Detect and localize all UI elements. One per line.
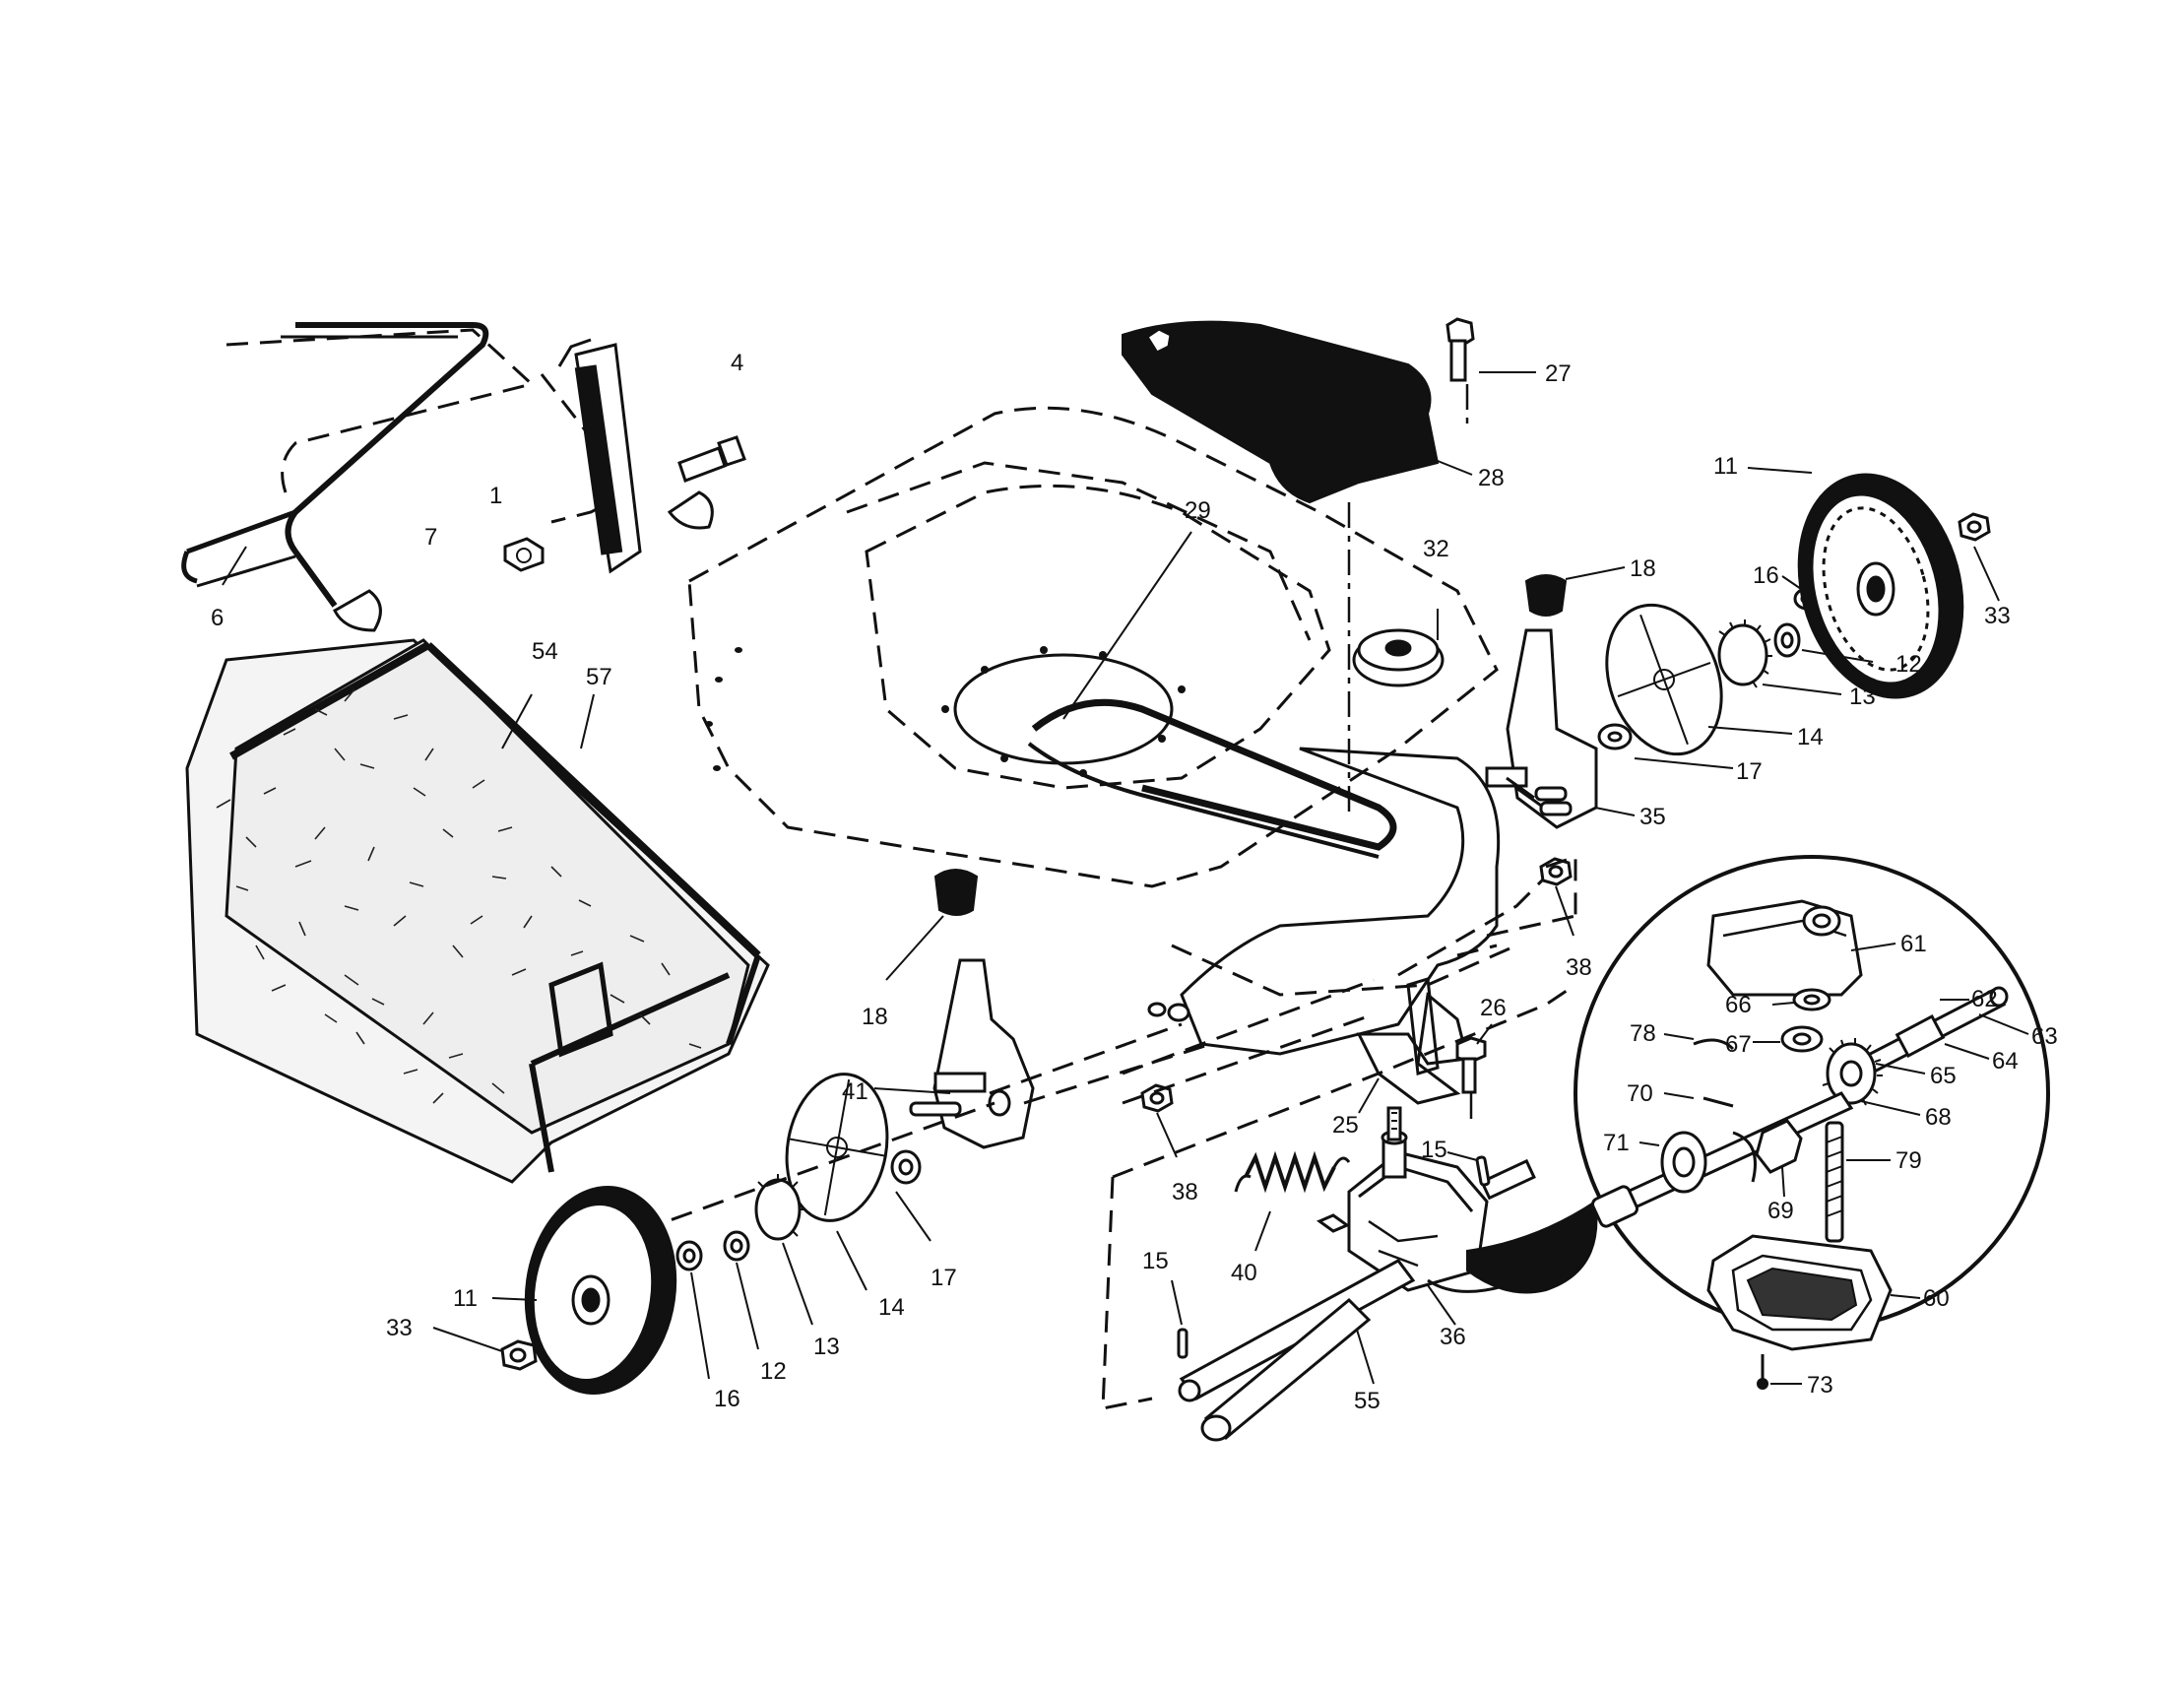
callout-57: 57 [586, 664, 612, 690]
left-wheel-assembly [432, 1073, 996, 1396]
callout-28: 28 [1478, 465, 1505, 491]
callout-33-right: 33 [1984, 603, 2011, 629]
callout-65: 65 [1930, 1063, 1957, 1089]
callout-32: 32 [1423, 536, 1449, 562]
right-height-adjuster [1485, 566, 1636, 829]
callout-11-left: 11 [453, 1285, 478, 1312]
right-wheel-assembly [1597, 467, 2000, 769]
callout-16-right: 16 [1753, 562, 1779, 589]
spring-40 [1234, 1150, 1351, 1252]
pulley [1352, 609, 1445, 687]
mower-deck [687, 406, 1558, 1056]
callout-12-right: 12 [1895, 651, 1922, 678]
callout-15-upper: 15 [1421, 1137, 1447, 1163]
callout-78: 78 [1630, 1020, 1656, 1047]
callout-12-left: 12 [760, 1358, 787, 1385]
callout-63: 63 [2031, 1023, 2058, 1050]
callout-11-right: 11 [1713, 453, 1738, 480]
callout-67: 67 [1725, 1031, 1752, 1058]
callout-27: 27 [1545, 360, 1572, 387]
bolt-26 [1455, 1023, 1493, 1123]
handle-assembly [181, 322, 714, 632]
callout-38-right: 38 [1566, 954, 1592, 981]
callout-17-right: 17 [1736, 758, 1763, 785]
callout-18-left: 18 [862, 1004, 888, 1030]
callout-labels: 1 4 6 7 54 57 29 27 28 32 18 11 33 16 12… [211, 350, 2058, 1414]
callout-66: 66 [1725, 992, 1752, 1018]
callout-14-left: 14 [878, 1294, 905, 1321]
callout-68: 68 [1925, 1104, 1952, 1131]
callout-36: 36 [1440, 1324, 1466, 1350]
callout-16-left: 16 [714, 1386, 740, 1412]
callout-13-left: 13 [813, 1334, 840, 1360]
callout-26: 26 [1480, 995, 1507, 1021]
callout-54: 54 [532, 638, 558, 665]
callout-33-left: 33 [386, 1315, 413, 1341]
callout-29: 29 [1185, 497, 1211, 524]
callout-60: 60 [1923, 1285, 1950, 1312]
callout-15-lower: 15 [1142, 1248, 1169, 1274]
left-height-adjuster [873, 869, 1212, 1149]
transmission-detail [1466, 855, 2050, 1390]
nut-38-right [1539, 857, 1574, 937]
callout-18-right: 18 [1630, 555, 1656, 582]
callout-17-left: 17 [931, 1265, 957, 1291]
callout-1: 1 [489, 483, 502, 509]
pin-15 [1171, 1151, 1491, 1359]
callout-4: 4 [731, 350, 743, 376]
callout-7: 7 [424, 524, 437, 551]
callout-35: 35 [1639, 804, 1666, 830]
callout-62: 62 [1971, 986, 1998, 1012]
callout-79: 79 [1895, 1147, 1922, 1174]
bracket-25 [1356, 977, 1469, 1114]
callout-73: 73 [1807, 1372, 1833, 1399]
callout-14-right: 14 [1797, 724, 1824, 750]
callout-41: 41 [842, 1078, 868, 1105]
callout-61: 61 [1900, 931, 1927, 957]
sleeve-55 [1200, 1297, 1375, 1442]
callout-55: 55 [1354, 1388, 1381, 1414]
callout-70: 70 [1627, 1080, 1653, 1107]
transmission [1178, 1106, 1536, 1402]
callout-6: 6 [211, 605, 224, 631]
callout-13-right: 13 [1849, 684, 1876, 710]
callout-71: 71 [1603, 1130, 1630, 1156]
grass-bag [185, 638, 770, 1184]
pinion-gear [1717, 619, 1772, 688]
control-bracket [503, 338, 746, 574]
belt-cover [1122, 317, 1536, 817]
callout-69: 69 [1767, 1198, 1794, 1224]
callout-25: 25 [1332, 1112, 1359, 1139]
callout-40: 40 [1231, 1260, 1257, 1286]
callout-64: 64 [1992, 1048, 2019, 1075]
nut-38-left [1140, 1083, 1178, 1158]
callout-38-left: 38 [1172, 1179, 1198, 1205]
